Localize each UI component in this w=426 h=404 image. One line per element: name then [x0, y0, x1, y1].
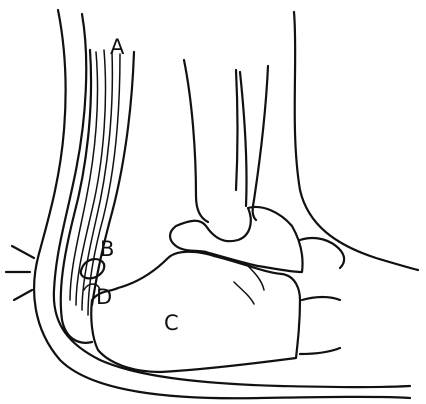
- label-d: D: [96, 285, 112, 309]
- fibula-bone: [240, 72, 247, 206]
- label-c: C: [164, 311, 179, 335]
- shin-skin-contour: [294, 12, 418, 270]
- label-b: B: [100, 237, 114, 261]
- tibia-bone: [184, 60, 268, 222]
- calcaneus-bone: [91, 252, 300, 372]
- pain-radiation-lines: [6, 246, 34, 300]
- label-a: A: [110, 35, 125, 59]
- midfoot-bones: [234, 238, 344, 354]
